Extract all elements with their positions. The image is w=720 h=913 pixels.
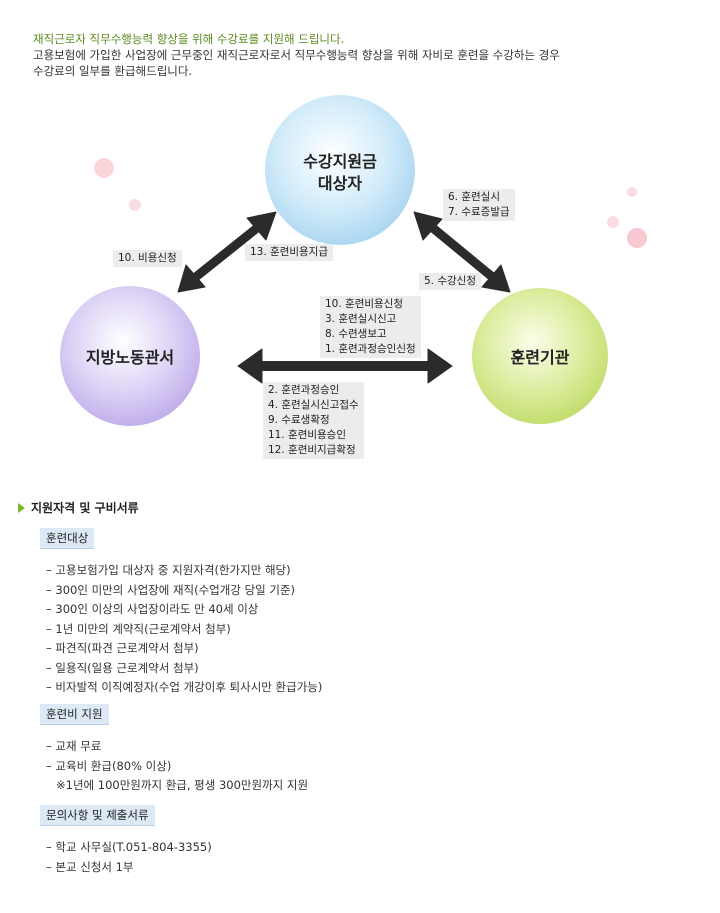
support-note: ※1년에 100만원까지 환급, 평생 300만원까지 지원 [56,778,309,792]
tag-to-institution: 2. 훈련과정승인 4. 훈련실시신고접수 9. 수료생확정 11. 훈련비용승… [263,382,364,459]
decor-dot [129,199,141,211]
tag-training: 6. 훈련실시 7. 수료증발급 [443,189,515,221]
list-item: – 1년 미만의 계약직(근로계약서 첨부) [46,621,231,636]
tag-to-office: 10. 훈련비용신청 3. 훈련실시신고 8. 수련생보고 1. 훈련과정승인신… [320,296,421,358]
decor-dot [627,228,647,248]
list-item: – 교재 무료 [46,739,102,753]
tag-enroll: 5. 수강신청 [419,273,481,290]
list-item: – 일용직(일용 근로계약서 첨부) [46,660,199,675]
group-contact: 문의사항 및 제출서류 – 학교 사무실(T.051-804-3355) – 본… [40,804,212,877]
item-list: – 학교 사무실(T.051-804-3355) – 본교 신청서 1부 [46,838,212,877]
decor-dot [607,216,619,228]
intro-text: 재직근로자 직무수행능력 향상을 위해 수강료를 지원해 드립니다. 고용보험에… [33,31,673,79]
list-item: – 학교 사무실(T.051-804-3355) [46,840,212,854]
arrow-left-right [237,348,453,384]
flow-diagram [60,95,647,426]
triangle-bullet-icon [18,503,25,513]
tag-pay-cost: 13. 훈련비용지급 [245,244,333,261]
right-circle-label: 훈련기관 [510,348,570,367]
list-item: – 파견직(파견 근로계약서 첨부) [46,641,199,655]
decor-dot [627,187,637,197]
tag-apply-cost: 10. 비용신청 [113,250,182,267]
group-training-support: 훈련비 지원 – 교재 무료 – 교육비 환급(80% 이상) ※1년에 100… [40,703,308,796]
top-circle [265,95,415,245]
section-title: 지원자격 및 구비서류 [18,499,139,516]
left-circle [60,286,200,426]
list-item: – 비자발적 이직예정자(수업 개강이후 퇴사시만 환급가능) [46,680,323,694]
intro-lead: 재직근로자 직무수행능력 향상을 위해 수강료를 지원해 드립니다. [33,32,345,46]
group-head: 훈련비 지원 [40,704,109,725]
list-item: – 본교 신청서 1부 [46,859,134,874]
item-list: – 고용보험가입 대상자 중 지원자격(한가지만 해당) – 300인 미만의 … [46,561,322,698]
intro-line-2: 고용보험에 가입한 사업장에 근무중인 재직근로자로서 직무수행능력 향상을 위… [33,48,560,62]
group-head: 문의사항 및 제출서류 [40,805,155,826]
group-eligibility: 훈련대상 – 고용보험가입 대상자 중 지원자격(한가지만 해당) – 300인… [40,527,322,698]
decor-dot [94,158,114,178]
list-item: – 교육비 환급(80% 이상) [46,758,172,773]
top-circle-label: 수강지원금 대상자 [303,152,377,193]
list-item: – 300인 미만의 사업장에 재직(수업개강 당일 기준) [46,582,296,597]
list-item: – 300인 이상의 사업장이라도 만 40세 이상 [46,602,259,616]
left-circle-label: 지방노동관서 [85,348,175,367]
arrow-top-right [413,211,511,293]
item-list: – 교재 무료 – 교육비 환급(80% 이상) ※1년에 100만원까지 환급… [46,737,308,796]
arrow-left-top [177,211,277,293]
right-circle [472,288,608,424]
list-item: – 고용보험가입 대상자 중 지원자격(한가지만 해당) [46,563,291,577]
intro-line-3: 수강료의 일부를 환급해드립니다. [33,64,193,78]
group-head: 훈련대상 [40,528,95,549]
